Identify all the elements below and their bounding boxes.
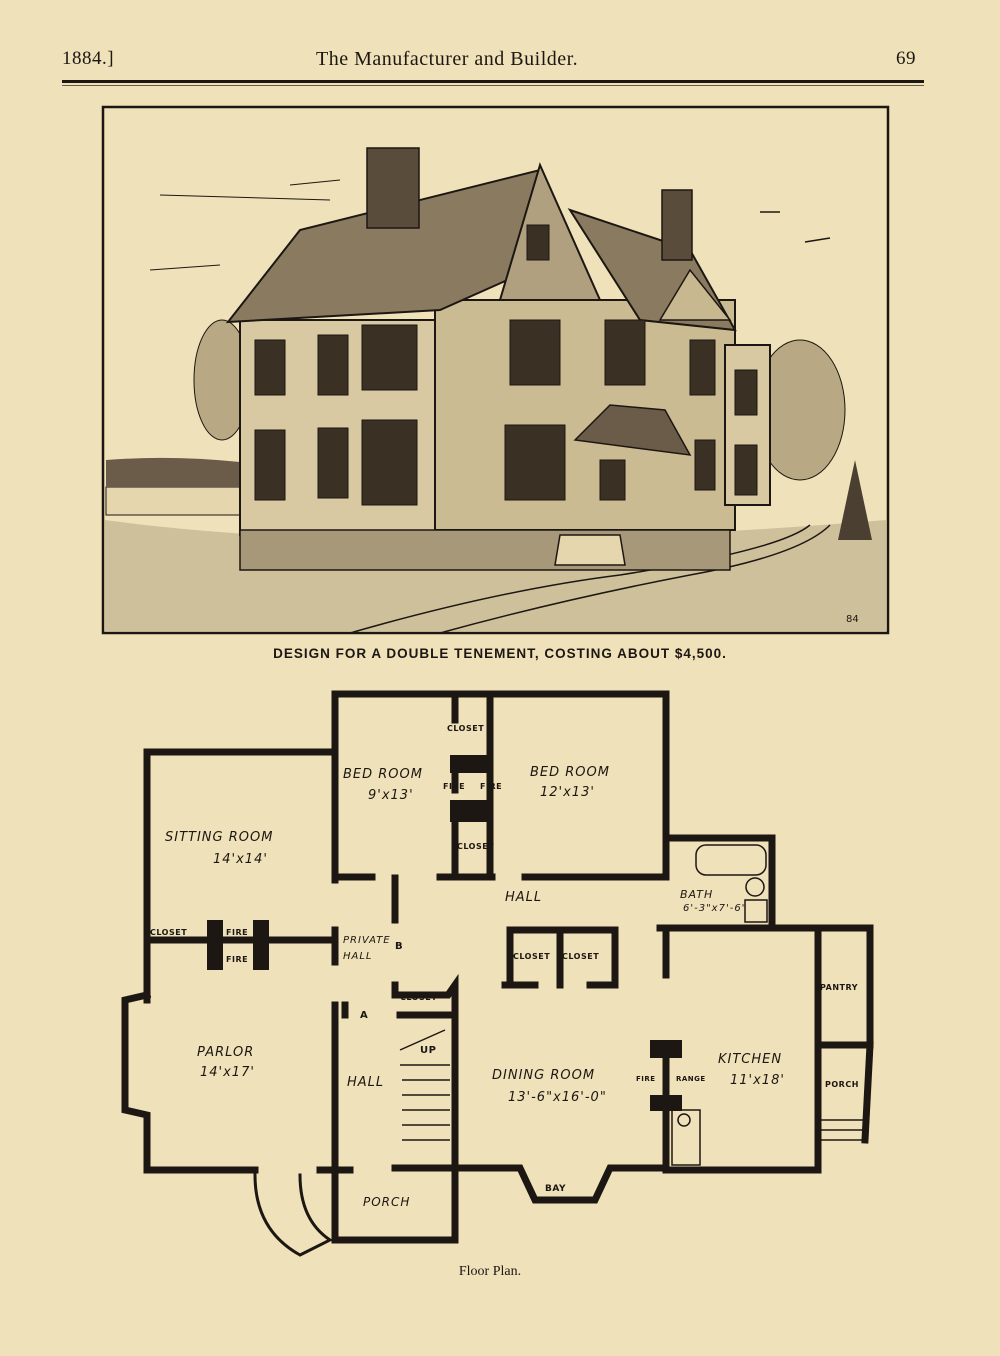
closet-label: CLOSET [400, 993, 438, 1002]
header-title: The Manufacturer and Builder. [316, 48, 579, 70]
room-name: BATH [680, 888, 714, 901]
room-size: 12'x13' [540, 785, 595, 800]
illustration-caption: DESIGN FOR A DOUBLE TENEMENT, COSTING AB… [273, 646, 727, 661]
fire-label: FIRE [226, 955, 249, 964]
side-porch-label: PORCH [825, 1080, 859, 1089]
room-size: 11'x18' [730, 1073, 785, 1088]
floor-plan-caption: Floor Plan. [458, 1264, 522, 1279]
room-size: 14'x17' [200, 1065, 255, 1080]
closet-label: CLOSET [150, 928, 188, 937]
fire-label: FIRE [443, 782, 466, 791]
header-year: 1884.] [62, 48, 115, 69]
header-rule [62, 80, 924, 83]
room-size: 6'-3"x7'-6" [683, 903, 748, 914]
floor-plan [121, 690, 874, 1257]
fire-label: FIRE [636, 1075, 656, 1083]
room-size: 9'x13' [368, 788, 414, 803]
closet-label: CLOSET [562, 952, 600, 961]
closet-label: CLOSET [513, 952, 551, 961]
room-name: PARLOR [197, 1045, 255, 1060]
page-number: 69 [896, 48, 916, 69]
closet-label: CLOSET [447, 724, 485, 733]
fire-label: FIRE [226, 928, 249, 937]
marker-b: B [395, 941, 404, 952]
marker-a: A [360, 1010, 369, 1021]
room-size: 13'-6"x16'-0" [508, 1090, 607, 1105]
range-label: RANGE [676, 1075, 706, 1083]
hall-label: HALL [347, 1075, 385, 1090]
room-name: KITCHEN [718, 1052, 783, 1067]
plan-fixtures [399, 844, 865, 1166]
room-name: BED ROOM [530, 765, 610, 780]
bay-label: BAY [545, 1184, 566, 1194]
house-illustration [101, 105, 890, 635]
room-name: BED ROOM [343, 767, 423, 782]
front-porch-label: PORCH [363, 1195, 411, 1209]
room-name: SITTING ROOM [165, 830, 274, 845]
hall-label: HALL [505, 890, 543, 905]
closet-label: CLOSET [457, 842, 495, 851]
private-hall-label: PRIVATE HALL [343, 935, 391, 962]
pantry-label: PANTRY [820, 983, 858, 992]
stair-up-label: UP [420, 1045, 437, 1056]
artist-signature: 84 [846, 614, 859, 625]
room-size: 14'x14' [213, 852, 268, 867]
room-name: DINING ROOM [492, 1068, 596, 1083]
fire-label: FIRE [480, 782, 503, 791]
header-rule-thin [62, 85, 924, 86]
